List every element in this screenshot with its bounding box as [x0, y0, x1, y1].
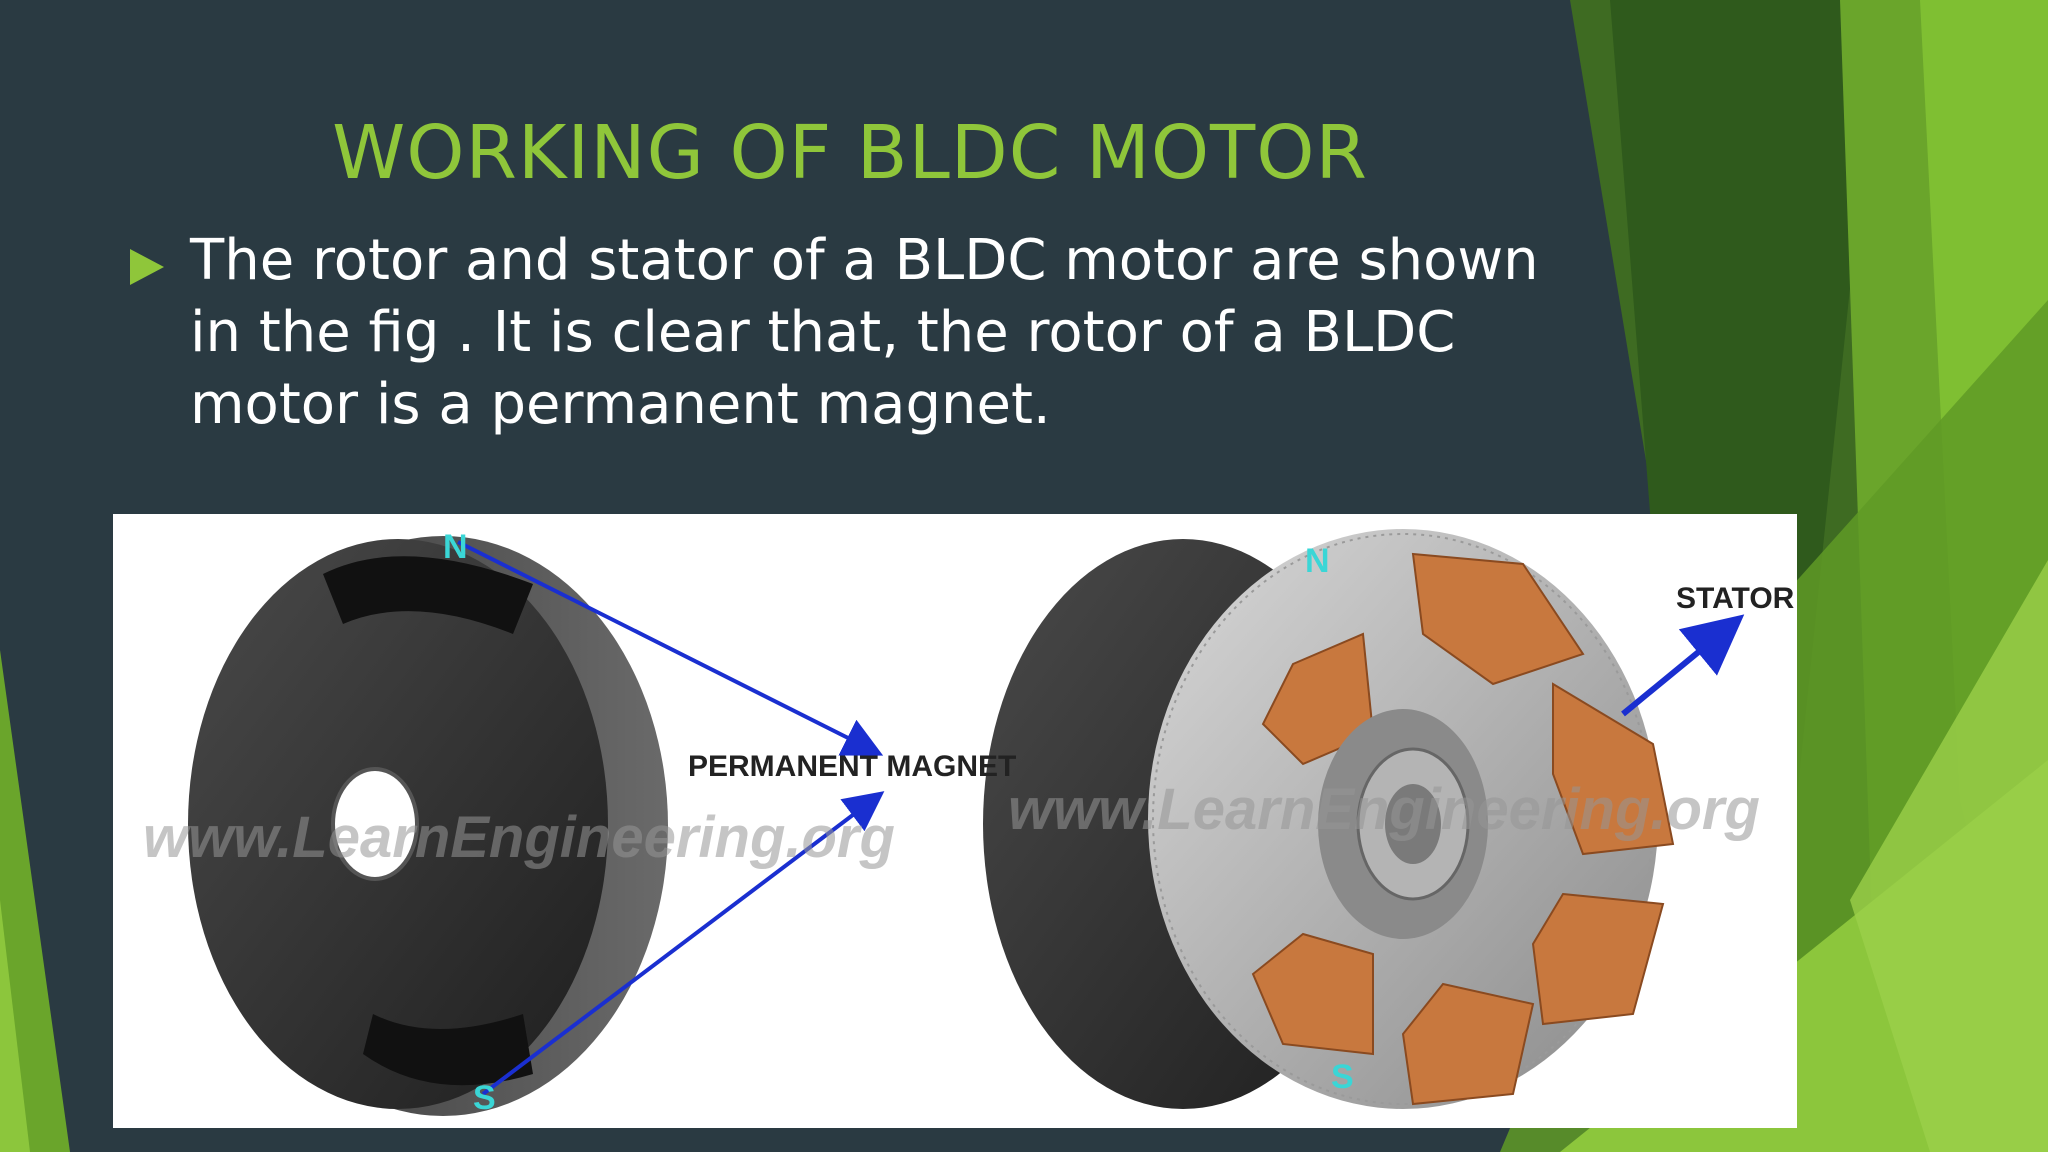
- label-stator: STATOR: [1676, 582, 1795, 615]
- pole-south-right: S: [1331, 1058, 1354, 1096]
- pole-south-left: S: [473, 1079, 496, 1117]
- pole-north-right: N: [1305, 542, 1330, 580]
- rotor-disc: [188, 536, 668, 1116]
- pole-north-left: N: [443, 528, 468, 566]
- watermark-right: www.LearnEngineering.org: [1008, 777, 1760, 842]
- bullet-arrow-icon: [130, 249, 164, 285]
- magnet-arrow-south: [481, 791, 885, 1096]
- bldc-motor-figure: www.LearnEngineering.org www.LearnEngine…: [113, 514, 1797, 1128]
- magnet-arrow-north: [457, 540, 884, 756]
- stator-arrow: [1621, 614, 1745, 717]
- bullet-text: The rotor and stator of a BLDC motor are…: [190, 228, 1539, 437]
- stator-assembly: [983, 529, 1675, 1109]
- slide-title: WORKING OF BLDC MOTOR: [332, 110, 1368, 196]
- bullet-item: The rotor and stator of a BLDC motor are…: [130, 225, 1570, 441]
- watermark-left: www.LearnEngineering.org: [143, 805, 895, 870]
- motor-illustration: [188, 529, 1745, 1116]
- label-permanent-magnet: PERMANENT MAGNET: [688, 750, 1017, 783]
